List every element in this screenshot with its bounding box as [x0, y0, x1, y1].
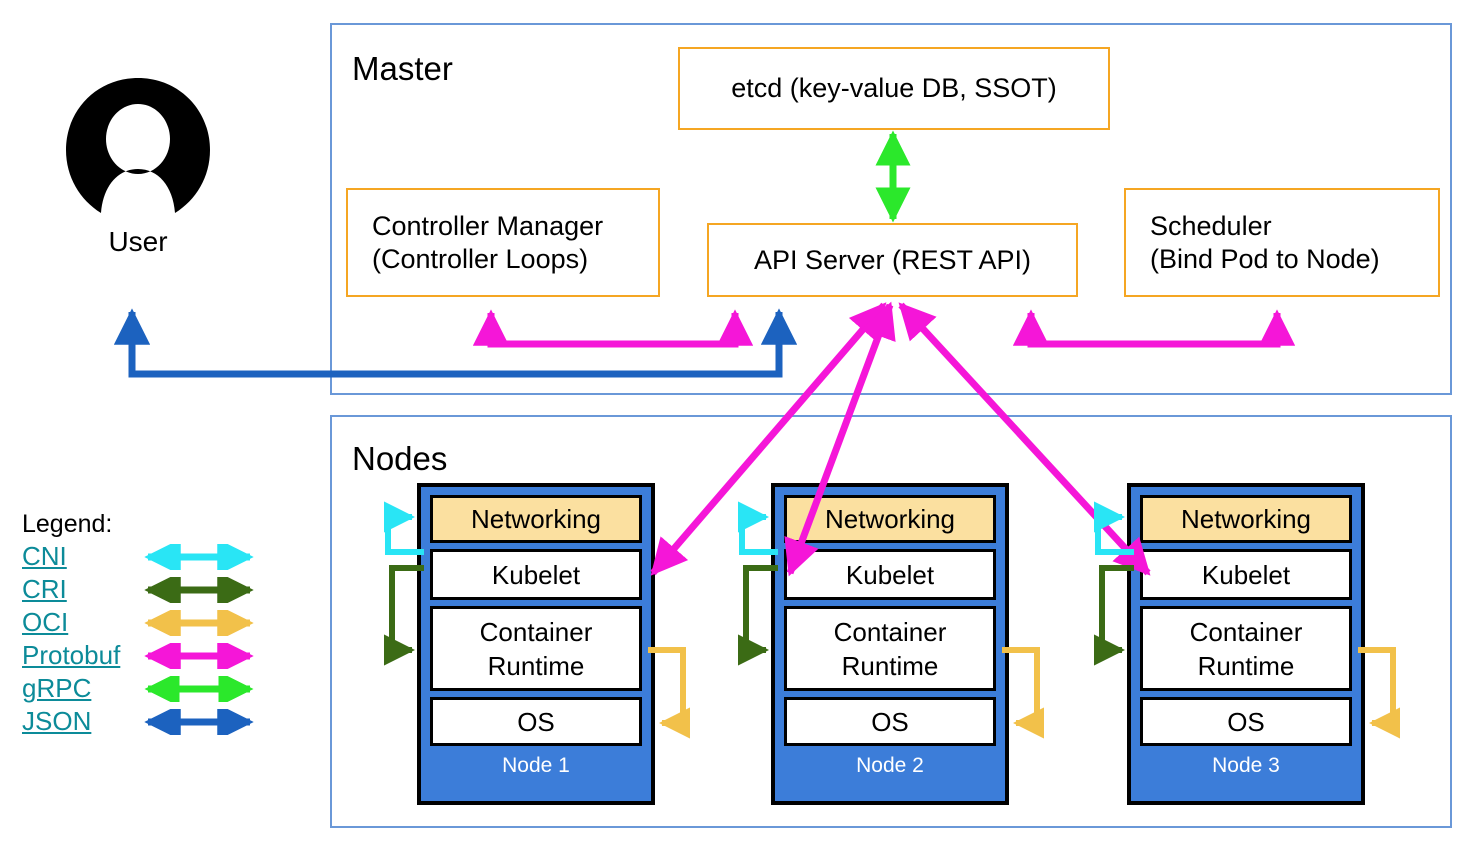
api-server-label: API Server (REST API) — [753, 244, 1032, 275]
legend-row-oci[interactable]: OCI — [22, 606, 282, 639]
node-1-layer-networking[interactable]: Networking — [430, 495, 642, 543]
node-1[interactable]: Networking Kubelet Container Runtime OS … — [417, 483, 655, 805]
arrow-oci-node-1 — [648, 647, 691, 739]
legend: Legend: CNI CRI OCI Protobuf gRPC JSON — [22, 508, 282, 738]
legend-row-cri[interactable]: CRI — [22, 573, 282, 606]
nodes-group-title: Nodes — [352, 440, 448, 477]
arrow-protobuf-scheduler-apiserver — [1012, 309, 1296, 348]
legend-arrow-grpc — [144, 676, 254, 702]
legend-row-protobuf[interactable]: Protobuf — [22, 639, 282, 672]
arrow-protobuf-controller-apiserver — [472, 309, 754, 348]
node-3-layer-kubelet[interactable]: Kubelet — [1140, 549, 1352, 600]
node-2-layer-container-runtime[interactable]: Container Runtime — [784, 606, 996, 691]
legend-label-grpc[interactable]: gRPC — [22, 673, 92, 703]
node-2-label: Node 2 — [856, 754, 924, 777]
arrow-cni-node-3 — [1093, 501, 1134, 555]
arrow-cri-node-2 — [737, 565, 778, 666]
arrow-cri-node-1 — [383, 565, 424, 666]
node-1-label: Node 1 — [502, 754, 570, 777]
master-component-api-server[interactable]: API Server (REST API) — [707, 223, 1078, 297]
arrow-cni-node-2 — [737, 501, 778, 555]
user-actor: User — [62, 74, 214, 284]
node-3-layer-networking[interactable]: Networking — [1140, 495, 1352, 543]
legend-arrow-cri — [144, 577, 254, 603]
node-3[interactable]: Networking Kubelet Container Runtime OS … — [1127, 483, 1365, 805]
user-avatar-icon — [66, 78, 210, 213]
node-2-layer-os[interactable]: OS — [784, 697, 996, 746]
master-component-etcd[interactable]: etcd (key-value DB, SSOT) — [678, 47, 1110, 130]
arrow-oci-node-2 — [1002, 647, 1045, 739]
node-1-layer-os[interactable]: OS — [430, 697, 642, 746]
master-component-scheduler[interactable]: Scheduler (Bind Pod to Node) — [1124, 188, 1440, 297]
legend-title: Legend: — [22, 510, 113, 538]
legend-label-json[interactable]: JSON — [22, 706, 92, 736]
legend-label-cri[interactable]: CRI — [22, 574, 67, 604]
node-3-label: Node 3 — [1212, 754, 1280, 777]
arrow-cri-node-3 — [1093, 565, 1134, 666]
legend-row-cni[interactable]: CNI — [22, 540, 282, 573]
node-3-layer-os[interactable]: OS — [1140, 697, 1352, 746]
legend-arrow-json — [144, 709, 254, 735]
legend-row-grpc[interactable]: gRPC — [22, 672, 282, 705]
legend-arrow-cni — [144, 544, 254, 570]
controller-manager-label: Controller Manager (Controller Loops) — [372, 210, 604, 274]
arrow-protobuf-apiserver-node-2 — [784, 301, 896, 577]
node-1-layer-kubelet[interactable]: Kubelet — [430, 549, 642, 600]
etcd-label: etcd (key-value DB, SSOT) — [731, 73, 1057, 103]
legend-label-protobuf[interactable]: Protobuf — [22, 640, 121, 670]
legend-arrow-oci — [144, 610, 254, 636]
master-group-title: Master — [352, 50, 453, 87]
user-label: User — [108, 226, 168, 257]
legend-arrow-protobuf — [144, 643, 254, 669]
node-3-layer-container-runtime[interactable]: Container Runtime — [1140, 606, 1352, 691]
node-1-layer-container-runtime[interactable]: Container Runtime — [430, 606, 642, 691]
arrow-cni-node-1 — [383, 501, 424, 555]
arrow-oci-node-3 — [1358, 647, 1401, 739]
legend-row-json[interactable]: JSON — [22, 705, 282, 738]
legend-label-oci[interactable]: OCI — [22, 607, 69, 637]
legend-label-cni[interactable]: CNI — [22, 541, 67, 571]
scheduler-label: Scheduler (Bind Pod to Node) — [1150, 210, 1380, 274]
master-component-controller-manager[interactable]: Controller Manager (Controller Loops) — [346, 188, 660, 297]
